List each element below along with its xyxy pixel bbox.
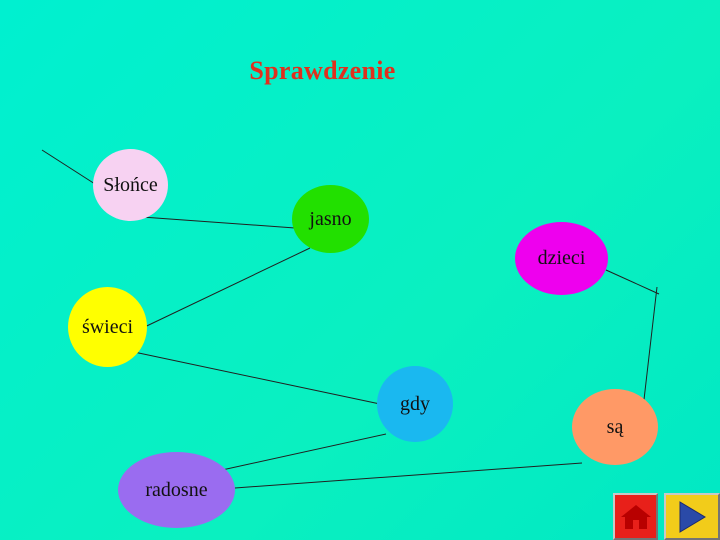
word-label: jasno bbox=[309, 207, 352, 230]
word-bubble-slonce[interactable]: Słońce bbox=[93, 149, 168, 221]
word-label: Słońce bbox=[103, 173, 158, 196]
word-bubble-sa[interactable]: są bbox=[572, 389, 658, 465]
connector-line bbox=[234, 462, 583, 489]
word-bubble-dzieci[interactable]: dzieci bbox=[515, 222, 608, 295]
slide-title: Sprawdzenie bbox=[249, 56, 396, 85]
word-bubble-jasno[interactable]: jasno bbox=[292, 185, 369, 253]
connector-line bbox=[641, 286, 658, 418]
triangle-right-icon bbox=[679, 500, 706, 533]
connector-line bbox=[41, 149, 96, 185]
word-bubble-radosne[interactable]: radosne bbox=[118, 452, 235, 528]
word-label: są bbox=[606, 415, 624, 438]
connector-line bbox=[127, 215, 296, 229]
word-label: świeci bbox=[81, 315, 134, 338]
word-label: dzieci bbox=[537, 247, 586, 269]
connector-line bbox=[605, 269, 660, 295]
word-bubble-swieci[interactable]: świeci bbox=[68, 287, 147, 367]
connector-line bbox=[133, 351, 381, 405]
word-label: gdy bbox=[400, 392, 430, 415]
next-slide-button[interactable] bbox=[664, 493, 720, 540]
connector-line bbox=[131, 247, 311, 334]
word-label: radosne bbox=[145, 478, 208, 501]
house-icon bbox=[620, 504, 651, 529]
connector-line bbox=[221, 433, 387, 471]
word-bubble-gdy[interactable]: gdy bbox=[377, 366, 453, 442]
home-button[interactable] bbox=[613, 493, 658, 540]
